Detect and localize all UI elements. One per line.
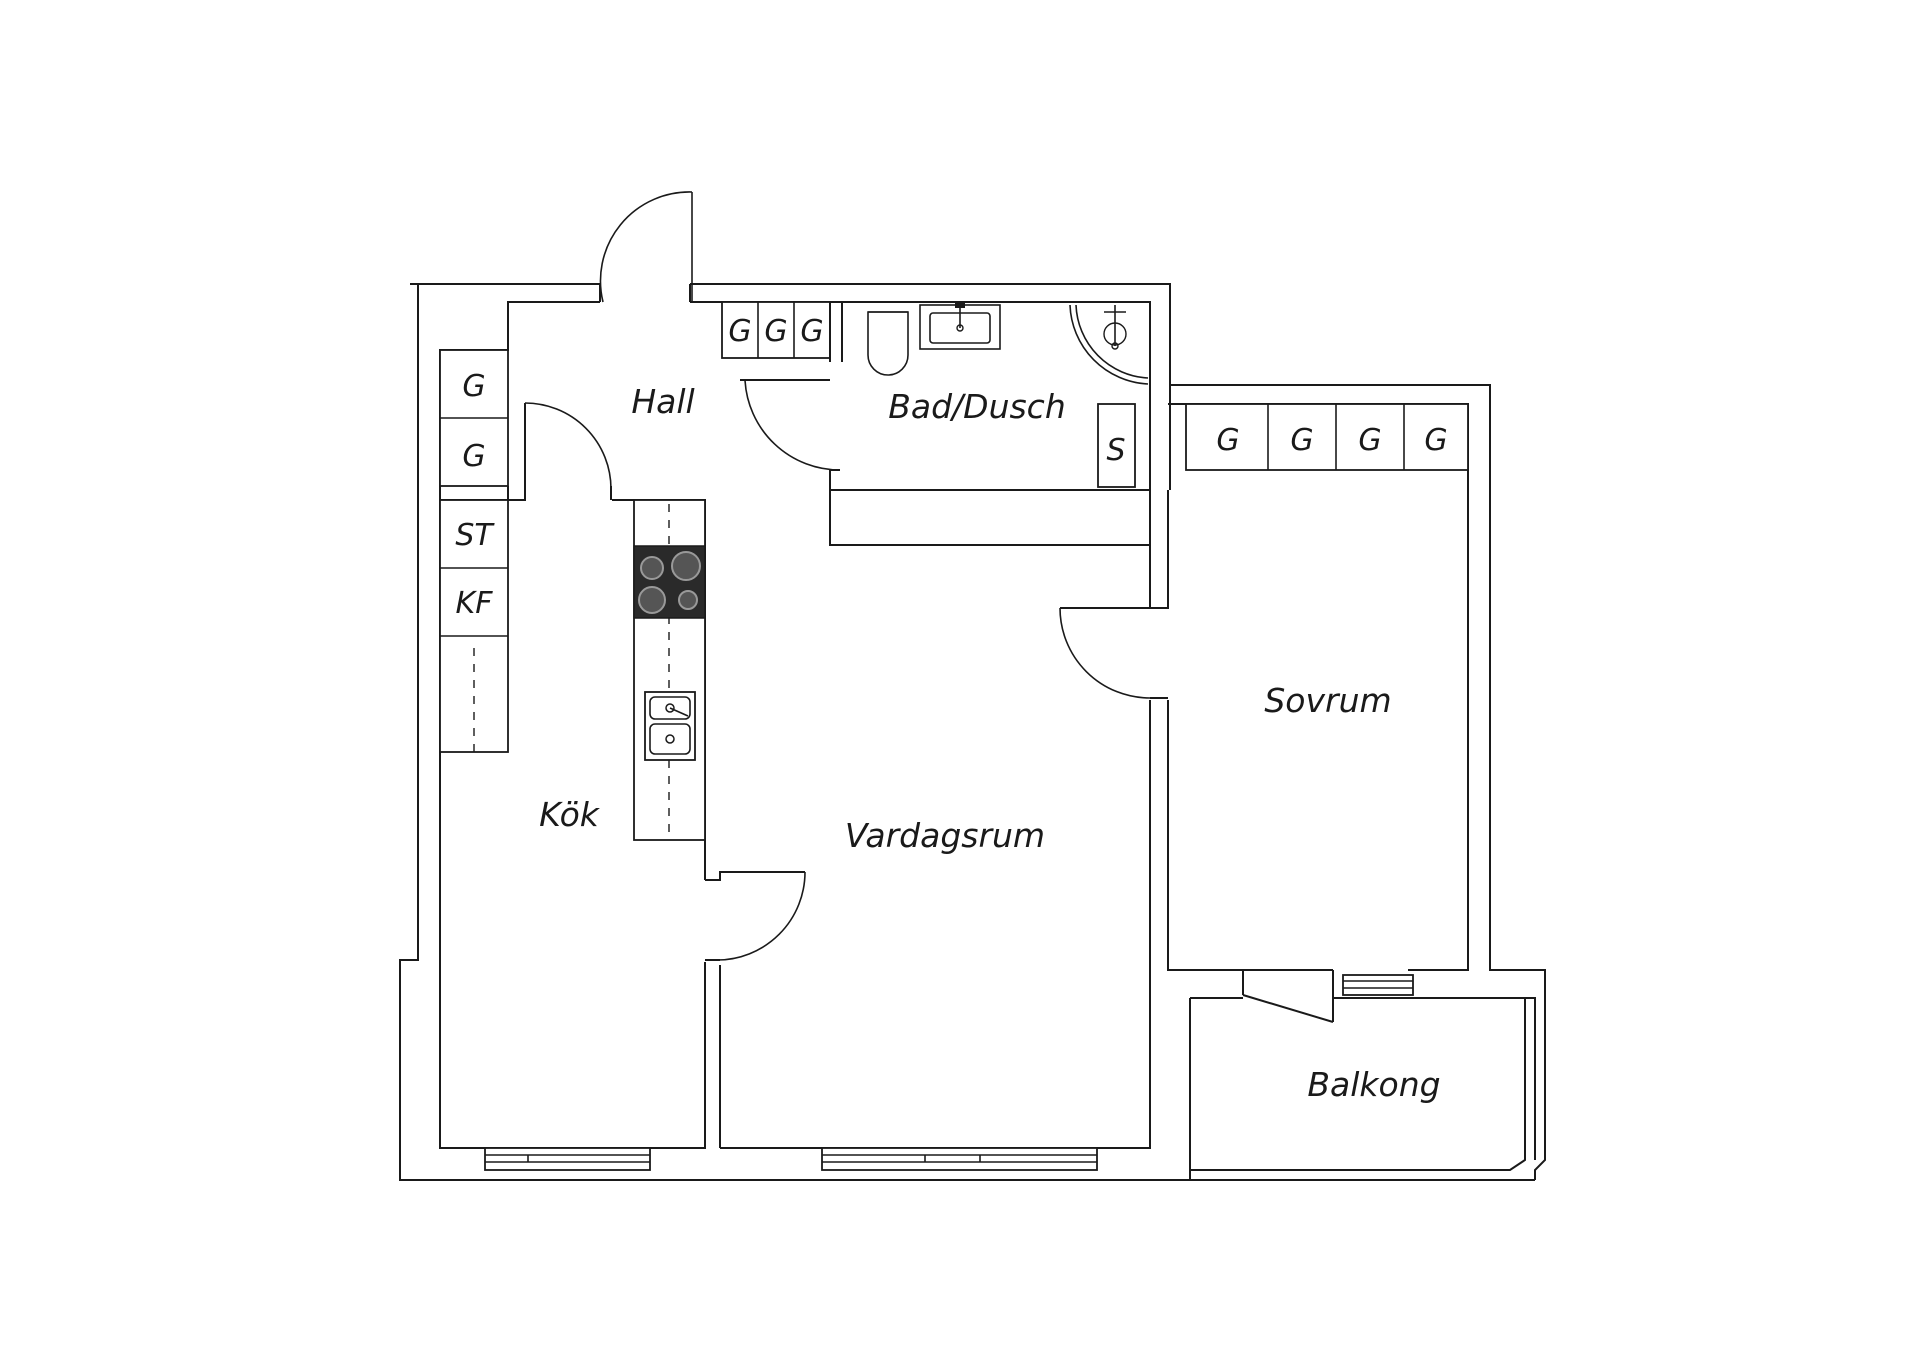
- bedroom-wardrobe-label-1: G: [1216, 423, 1239, 458]
- hall-wardrobe-label-2: G: [764, 314, 787, 349]
- hall-wardrobe-label-1: G: [728, 314, 751, 349]
- room-label-bathroom: Bad/Dusch: [888, 387, 1066, 426]
- balcony: [1189, 997, 1536, 1180]
- kitchen-counter: [633, 499, 706, 880]
- room-label-balcony: Balkong: [1307, 1065, 1440, 1104]
- hall-top-wardrobes: G G G: [721, 301, 831, 359]
- bath-cabinet-label: S: [1106, 433, 1125, 468]
- hall-left-wardrobes: G G: [439, 349, 509, 487]
- wash-basin-icon: [919, 302, 1001, 350]
- room-label-kitchen: Kök: [539, 795, 601, 834]
- room-label-bedroom: Sovrum: [1264, 681, 1391, 720]
- hob-icon: [633, 545, 706, 619]
- fridge-freezer-label: KF: [456, 586, 494, 621]
- room-label-hall: Hall: [631, 382, 694, 421]
- balcony-door: [1242, 970, 1334, 1023]
- bedroom: G G G G: [1168, 403, 1469, 971]
- living-room-window: [821, 1147, 1098, 1171]
- bedroom-door: [1059, 607, 1168, 699]
- freezer-label: ST: [455, 518, 495, 553]
- kitchen-sink-icon: [644, 691, 696, 761]
- inner-walls: [719, 385, 1244, 1149]
- hall-wardrobe-label-3: G: [800, 314, 823, 349]
- bathroom: S: [740, 301, 1151, 491]
- living-room-door: [705, 871, 806, 961]
- bedroom-wardrobe-label-2: G: [1290, 423, 1313, 458]
- kitchen-door: [507, 402, 612, 501]
- kitchen-left-units: ST KF: [439, 499, 509, 753]
- bedroom-wardrobe-label-3: G: [1358, 423, 1381, 458]
- entrance-door: [599, 191, 693, 303]
- bedroom-wardrobe-label-4: G: [1424, 423, 1447, 458]
- toilet-icon: [867, 311, 909, 376]
- room-label-living-room: Vardagsrum: [845, 816, 1045, 855]
- shower-icon: [1069, 304, 1149, 385]
- hall-left-wardrobe-label-2: G: [462, 439, 485, 474]
- kitchen-window: [484, 1147, 651, 1171]
- hall-left-wardrobe-label-1: G: [462, 369, 485, 404]
- bedroom-window: [1342, 974, 1414, 996]
